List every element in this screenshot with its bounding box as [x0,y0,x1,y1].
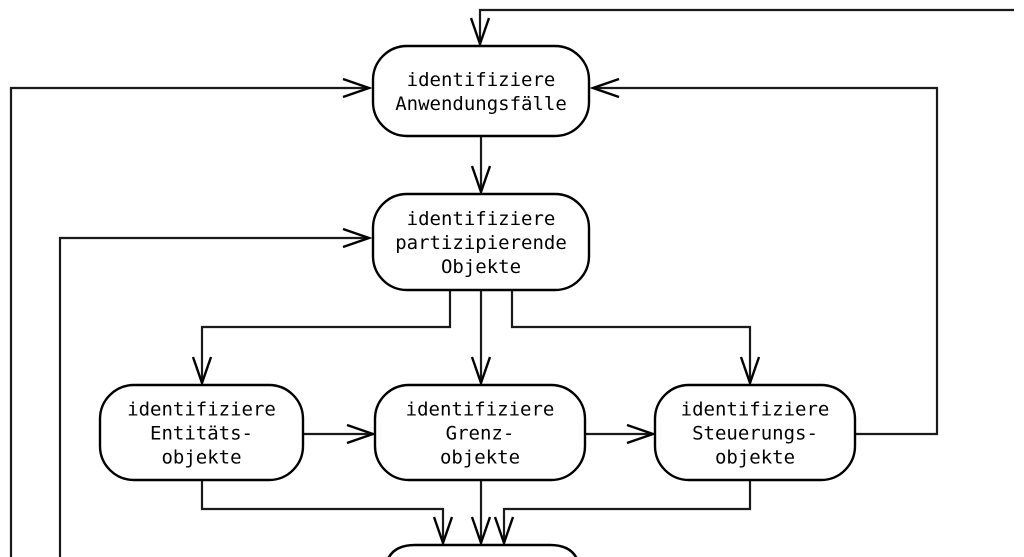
node-outline [371,44,591,138]
node-label-line: identifiziere [127,399,276,421]
edges-layer [9,8,1014,557]
node-label-line: Steuerungs- [692,423,818,445]
edge-partizipierende-to-steuerungs [510,290,761,387]
node-outline [373,383,587,482]
edge-entitaets-to-bottom-node [200,480,454,547]
node-label-line: objekte [715,447,795,469]
edge-grenz-to-steuerungs [585,423,657,445]
node-label-line: identifiziere [407,69,556,91]
edge-anwendungsfaelle-to-partizipierende [470,136,492,196]
node-label-line: Entitäts- [150,423,253,445]
node-label-line: Objekte [441,256,521,278]
edge-steuerungs-to-bottom-node [493,480,752,547]
node-outline [98,383,305,482]
edge-grenz-to-bottom-node [470,480,492,547]
edge-partizipierende-to-entitaets [191,290,452,387]
node-outline [371,192,591,292]
node-label-line: identifiziere [681,399,830,421]
edge-partizipierende-to-grenz [470,290,492,387]
node-label-line: Grenz- [446,423,515,445]
node-label-line: objekte [161,447,241,469]
node-bottom-node-clipped[interactable] [385,543,580,557]
nodes-layer: identifiziereAnwendungsfälleidentifizier… [98,44,857,557]
edge-return-left-into-partizipierende [58,227,373,557]
node-label-line: partizipierende [395,232,567,254]
edge-return-top-into-anwendungsfaelle [469,8,1014,48]
edge-entitaets-to-grenz [303,423,377,445]
edge-steuerungs-to-anwendungsfaelle [589,77,939,436]
node-label-line: identifiziere [406,399,555,421]
node-label-line: identifiziere [407,208,556,230]
node-outline [653,383,857,482]
node-outline [387,543,578,557]
edge-return-left-into-anwendungsfaelle [9,77,373,557]
node-label-line: Anwendungsfälle [395,93,567,115]
node-label-line: objekte [440,447,520,469]
